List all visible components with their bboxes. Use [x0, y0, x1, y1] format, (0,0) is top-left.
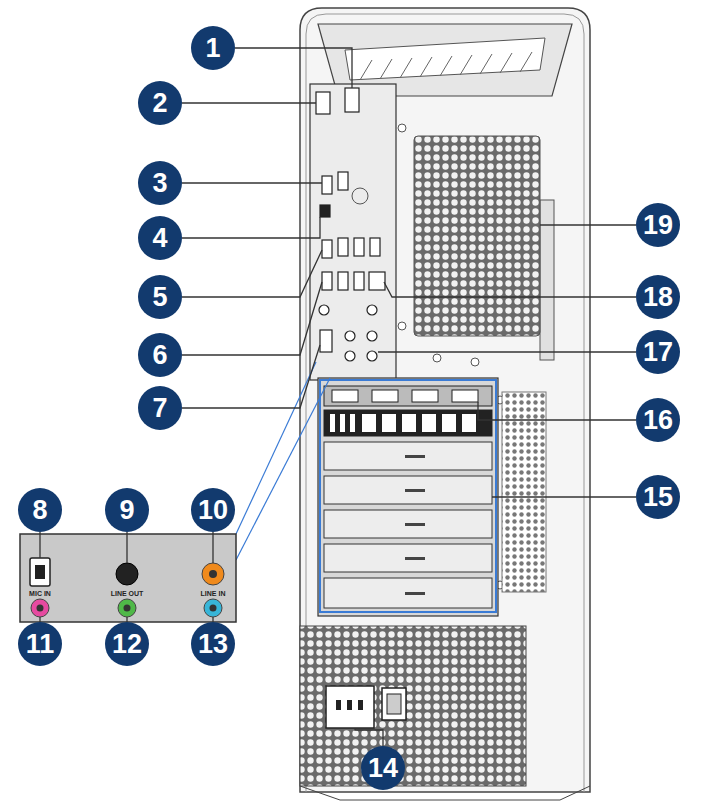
fan-grill [414, 136, 540, 336]
handle-grip [345, 38, 545, 80]
rog-logo [352, 188, 368, 204]
callout-number: 8 [18, 488, 62, 532]
zoom-lines [236, 362, 330, 560]
io-audio-jacks [319, 305, 377, 361]
callout-number: 4 [138, 216, 182, 260]
tower-foot [300, 786, 590, 800]
callout-number: 9 [105, 488, 149, 532]
callout-circle [361, 746, 405, 790]
switch-rocker [387, 694, 401, 714]
jack-hole [209, 570, 217, 578]
callout-number: 16 [636, 398, 680, 442]
callout-circle [191, 26, 235, 70]
power-switch [382, 688, 406, 720]
tower-outline [300, 8, 590, 792]
optical-port [30, 558, 50, 586]
pink-jack [31, 599, 49, 617]
psu-grill [300, 626, 526, 786]
callout-circle [105, 622, 149, 666]
port-label: LINE OUT [97, 589, 157, 599]
callout-circle [105, 488, 149, 532]
callout-circle [138, 81, 182, 125]
callout-circle [636, 330, 680, 374]
callout-number: 6 [138, 333, 182, 377]
callout-number: 19 [636, 203, 680, 247]
gpu-ports [332, 390, 478, 402]
callout-circle [636, 275, 680, 319]
blue-jack [204, 599, 222, 617]
optical-port-inner [35, 565, 45, 579]
callout-circle [138, 275, 182, 319]
side-vent [502, 392, 546, 592]
callout-number: 13 [191, 622, 235, 666]
callout-number: 12 [105, 622, 149, 666]
audio-inset [20, 534, 236, 622]
callout-circle [636, 398, 680, 442]
slot-highlight [320, 380, 496, 612]
side-rail [540, 200, 554, 360]
callout-circle [18, 488, 62, 532]
callout-number: 15 [636, 475, 680, 519]
port-label: LINE IN [183, 589, 243, 599]
handle-ridges [360, 52, 532, 80]
callout-number: 14 [361, 746, 405, 790]
gpu-vent-slots [330, 414, 476, 432]
callout-circle [138, 216, 182, 260]
callout-circles [18, 26, 680, 790]
port-label: MIC IN [10, 589, 70, 599]
callout-circle [191, 488, 235, 532]
slot-cover-notches [405, 455, 425, 595]
io-ports [316, 88, 385, 352]
callout-number: 7 [138, 386, 182, 430]
power-socket [326, 686, 374, 728]
callout-circle [636, 203, 680, 247]
callout-number: 1 [191, 26, 235, 70]
callout-number: 3 [138, 161, 182, 205]
callout-number: 11 [18, 622, 62, 666]
gpu-vent [324, 410, 492, 436]
callout-circle [18, 622, 62, 666]
callout-number: 18 [636, 275, 680, 319]
callout-number: 17 [636, 330, 680, 374]
green-jack [118, 599, 136, 617]
gpu-bracket [324, 386, 492, 406]
callout-number: 10 [191, 488, 235, 532]
callout-circle [636, 475, 680, 519]
callout-circle [191, 622, 235, 666]
slot-covers [324, 442, 492, 608]
callout-circle [138, 386, 182, 430]
callout-number: 2 [138, 81, 182, 125]
callout-number: 5 [138, 275, 182, 319]
callout-circle [138, 333, 182, 377]
jack-holes [37, 605, 217, 612]
leader-lines [40, 48, 636, 746]
io-shield [310, 84, 396, 380]
callout-circle [138, 161, 182, 205]
black-jack [116, 563, 138, 585]
orange-jack [202, 563, 224, 585]
expansion-area [318, 378, 498, 616]
socket-pins [336, 700, 363, 710]
